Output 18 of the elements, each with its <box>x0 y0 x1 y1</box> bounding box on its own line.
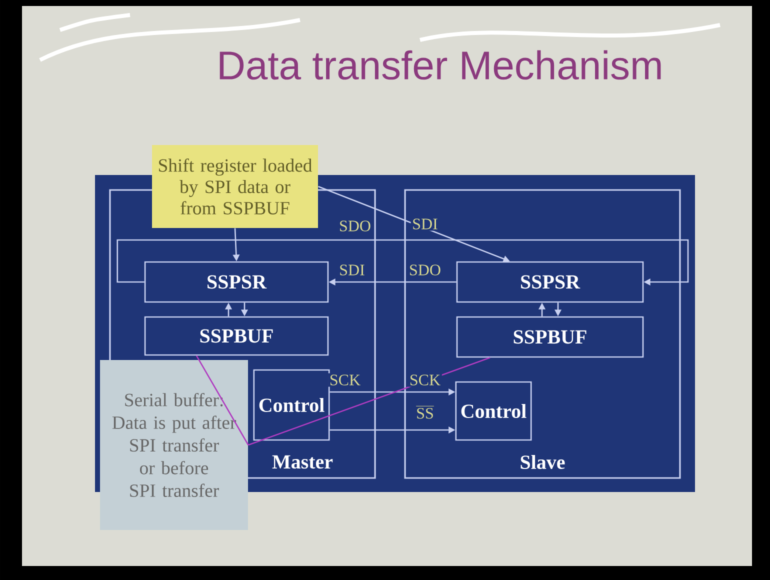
pin-label: SS <box>416 406 434 419</box>
pin-label: SDI <box>413 218 438 230</box>
register-box: SSPBUF <box>144 316 329 356</box>
pin-label: SDO <box>340 220 370 232</box>
register-box: SSPBUF <box>456 316 644 358</box>
title: Data transfer Mechanism <box>220 50 661 80</box>
arrow <box>116 239 689 286</box>
register-box: SSPSR <box>144 261 329 303</box>
pin-label: SCK <box>410 374 440 386</box>
register-box: Control <box>253 369 330 441</box>
callout-box: Serial buffer: Data is put after SPI transfer or before SPI transfer <box>100 360 248 530</box>
leader-line <box>196 355 249 446</box>
callout-box: Shift register loaded by SPI data or from SSPBUF <box>152 145 318 228</box>
pin-label: SDO <box>410 264 440 276</box>
register-box: Control <box>455 381 532 441</box>
pin-label: SDI <box>340 264 364 276</box>
register-box: SSPSR <box>456 261 644 303</box>
pin-label: SCK <box>330 374 360 386</box>
